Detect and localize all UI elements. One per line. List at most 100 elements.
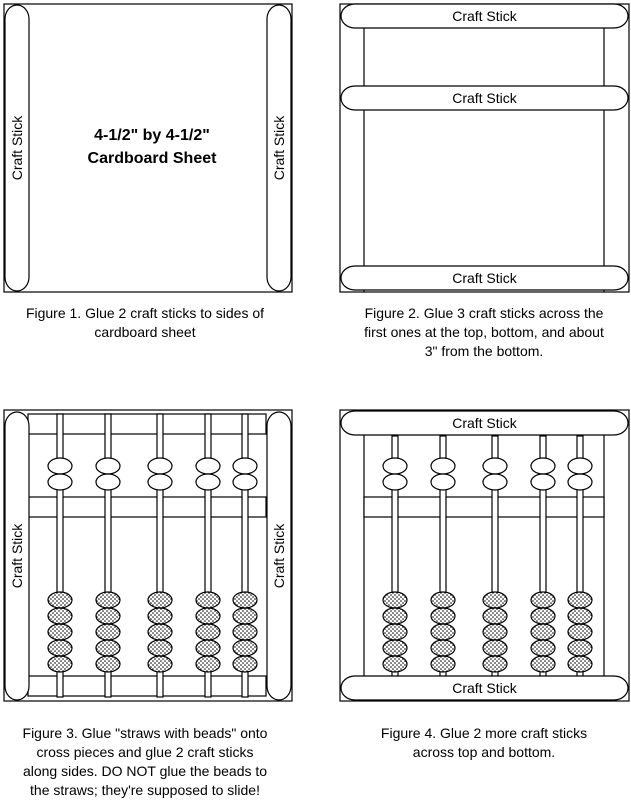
horizontal-craft-stick (340, 675, 629, 701)
cross-piece (27, 496, 267, 518)
bead (147, 457, 173, 475)
bead (530, 655, 556, 673)
bead (147, 607, 173, 625)
bead (567, 639, 593, 657)
craft-stick-label: Craft Stick (9, 115, 25, 181)
bead (232, 655, 258, 673)
craft-stick-label: Craft Stick (452, 8, 518, 24)
cross-piece (363, 496, 605, 518)
figure-3-caption-line: Figure 3. Glue "straws with beads" onto (22, 725, 268, 741)
bead (95, 473, 121, 491)
bead (430, 655, 456, 673)
bead (95, 607, 121, 625)
bead (382, 655, 408, 673)
bead (47, 639, 73, 657)
bead (232, 607, 258, 625)
bead (482, 457, 508, 475)
vertical-craft-stick (4, 4, 30, 292)
bead (567, 457, 593, 475)
bead (430, 591, 456, 609)
bead (430, 457, 456, 475)
straw-rod (241, 413, 249, 698)
bead (195, 457, 221, 475)
bead (147, 655, 173, 673)
bead (382, 623, 408, 641)
figure-4-caption: Figure 4. Glue 2 more craft sticks acros… (338, 724, 630, 762)
bead (232, 591, 258, 609)
bead (567, 591, 593, 609)
bead (430, 639, 456, 657)
bead (47, 655, 73, 673)
figure-3-drawing: Craft Stick Craft Stick (3, 409, 293, 702)
bead (482, 473, 508, 491)
figure-2-caption: Figure 2. Glue 3 craft sticks across the… (338, 304, 630, 361)
craft-stick-label: Craft Stick (271, 523, 287, 589)
bead (530, 591, 556, 609)
bead (95, 457, 121, 475)
bead (382, 473, 408, 491)
vertical-craft-stick (266, 4, 292, 292)
bead (195, 473, 221, 491)
bead (530, 473, 556, 491)
cross-piece (27, 675, 267, 697)
bead (430, 473, 456, 491)
craft-stick-label: Craft Stick (9, 523, 25, 589)
bead (147, 623, 173, 641)
bead (232, 639, 258, 657)
bead (430, 607, 456, 625)
craft-stick-label: Craft Stick (271, 115, 287, 181)
figure-3-caption-line: along sides. DO NOT glue the beads to (22, 763, 268, 779)
straw-rod (204, 413, 212, 698)
bead (382, 607, 408, 625)
craft-stick-label: Craft Stick (452, 270, 518, 286)
bead (530, 639, 556, 657)
bead (382, 457, 408, 475)
cardboard-sheet (3, 3, 293, 293)
cross-piece (27, 413, 267, 435)
bead (47, 623, 73, 641)
bead (147, 473, 173, 491)
bead (382, 639, 408, 657)
figure-4-caption-line: across top and bottom. (412, 744, 556, 760)
bead (147, 591, 173, 609)
bead (567, 473, 593, 491)
figure-1-drawing: Craft Stick Craft Stick 4-1/2" by 4-1/2" Ca… (3, 3, 293, 293)
craft-stick-label: Craft Stick (452, 90, 518, 106)
craft-stick-label: Craft Stick (452, 680, 518, 696)
vertical-craft-stick (266, 411, 292, 701)
bead (482, 623, 508, 641)
bead (95, 623, 121, 641)
bead (232, 457, 258, 475)
sheet-label-line: 4-1/2" by 4-1/2" (94, 127, 210, 144)
bead (482, 607, 508, 625)
bead (195, 623, 221, 641)
bead (195, 639, 221, 657)
straw-rod (156, 413, 164, 698)
bead (482, 591, 508, 609)
bead (95, 639, 121, 657)
bead (567, 623, 593, 641)
figure-2-caption-line: first ones at the top, bottom, and about (364, 324, 604, 340)
bead (482, 639, 508, 657)
bead (567, 607, 593, 625)
bead (530, 623, 556, 641)
horizontal-craft-stick (340, 410, 629, 436)
bead (47, 607, 73, 625)
bead (47, 473, 73, 491)
bead (567, 655, 593, 673)
bead (530, 607, 556, 625)
vertical-craft-stick (4, 411, 30, 701)
bead (530, 457, 556, 475)
horizontal-craft-stick (340, 3, 629, 29)
bead (195, 591, 221, 609)
sheet-label-line: Cardboard Sheet (88, 150, 218, 167)
bead (382, 591, 408, 609)
horizontal-craft-stick (340, 85, 629, 111)
figure-1-caption-line: cardboard sheet (94, 324, 196, 340)
bead (232, 473, 258, 491)
straw-rod (104, 413, 112, 698)
figure-3-caption: Figure 3. Glue "straws with beads" onto … (0, 724, 290, 800)
